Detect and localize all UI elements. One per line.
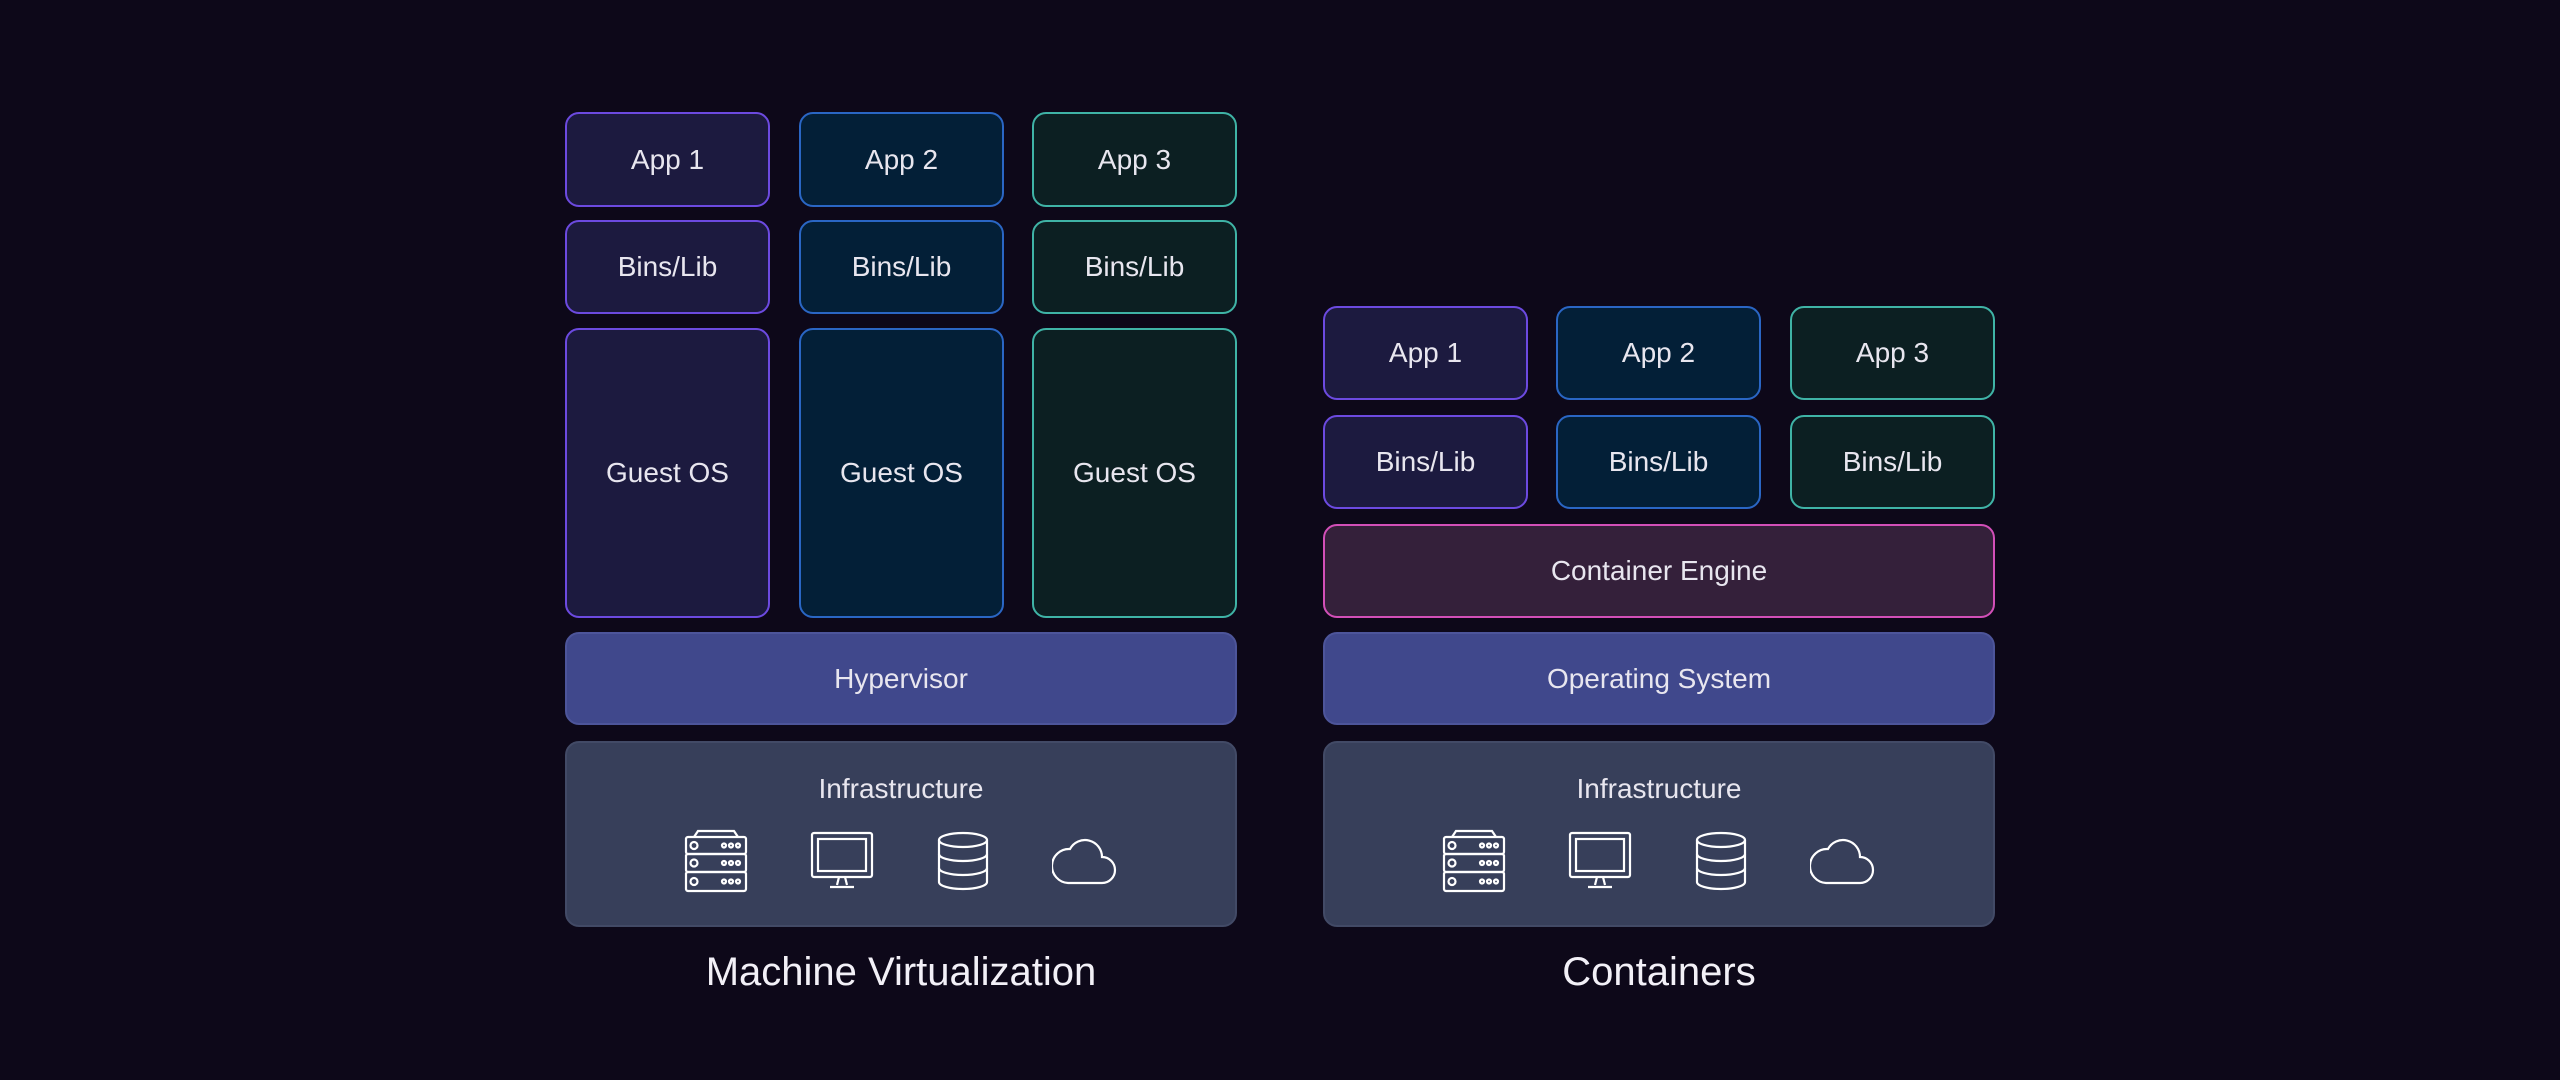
vm-guest-os-2: Guest OS: [799, 328, 1004, 618]
vm-guest-os-3-label: Guest OS: [1073, 457, 1196, 488]
vm-hypervisor: Hypervisor: [565, 632, 1237, 725]
database-icon: [936, 831, 990, 891]
ct-app-2-label: App 2: [1621, 337, 1696, 368]
cloud-icon: [1810, 835, 1876, 887]
ct-bins-1: Bins/Lib: [1323, 415, 1528, 509]
monitor-icon: [810, 831, 874, 891]
ct-infrastructure-icons: [1442, 829, 1876, 893]
ct-bins-3-label: Bins/Lib: [1842, 446, 1943, 477]
vm-app-2: App 2: [799, 112, 1004, 207]
ct-bins-1-label: Bins/Lib: [1375, 446, 1476, 477]
ct-app-2: App 2: [1556, 306, 1761, 400]
vm-guest-os-1-label: Guest OS: [606, 457, 729, 488]
vm-infrastructure-label: Infrastructure: [818, 773, 984, 804]
cloud-icon: [1052, 835, 1118, 887]
vm-hypervisor-label: Hypervisor: [834, 662, 968, 694]
vm-bins-2: Bins/Lib: [799, 220, 1004, 314]
vm-bins-1: Bins/Lib: [565, 220, 770, 314]
ct-app-3: App 3: [1790, 306, 1995, 400]
ct-app-1-label: App 1: [1388, 337, 1463, 368]
vm-app-1: App 1: [565, 112, 770, 207]
vm-infrastructure-icons: [684, 829, 1118, 893]
vm-app-3-label: App 3: [1097, 143, 1172, 175]
vm-infrastructure: Infrastructure: [565, 741, 1237, 927]
ct-app-1: App 1: [1323, 306, 1528, 400]
vm-app-2-label: App 2: [864, 143, 939, 175]
vm-app-3: App 3: [1032, 112, 1237, 207]
vm-guest-os-2-label: Guest OS: [840, 457, 963, 488]
ct-bins-3: Bins/Lib: [1790, 415, 1995, 509]
ct-bins-2: Bins/Lib: [1556, 415, 1761, 509]
vm-bins-3: Bins/Lib: [1032, 220, 1237, 314]
ct-container-engine-label: Container Engine: [1550, 555, 1768, 586]
monitor-icon: [1568, 831, 1632, 891]
server-icon: [684, 829, 748, 893]
vm-caption: Machine Virtualization: [705, 950, 1097, 994]
vm-guest-os-1: Guest OS: [565, 328, 770, 618]
vm-app-1-label: App 1: [630, 143, 705, 175]
vm-bins-1-label: Bins/Lib: [617, 251, 718, 282]
ct-operating-system: Operating System: [1323, 632, 1995, 725]
ct-container-engine: Container Engine: [1323, 524, 1995, 618]
ct-caption: Containers: [1562, 950, 1756, 994]
ct-infrastructure: Infrastructure: [1323, 741, 1995, 927]
ct-app-3-label: App 3: [1855, 337, 1930, 368]
server-icon: [1442, 829, 1506, 893]
ct-operating-system-label: Operating System: [1546, 662, 1772, 694]
vm-guest-os-3: Guest OS: [1032, 328, 1237, 618]
ct-bins-2-label: Bins/Lib: [1608, 446, 1709, 477]
ct-infrastructure-label: Infrastructure: [1576, 773, 1742, 804]
vm-bins-2-label: Bins/Lib: [851, 251, 952, 282]
vm-bins-3-label: Bins/Lib: [1084, 251, 1185, 282]
database-icon: [1694, 831, 1748, 891]
